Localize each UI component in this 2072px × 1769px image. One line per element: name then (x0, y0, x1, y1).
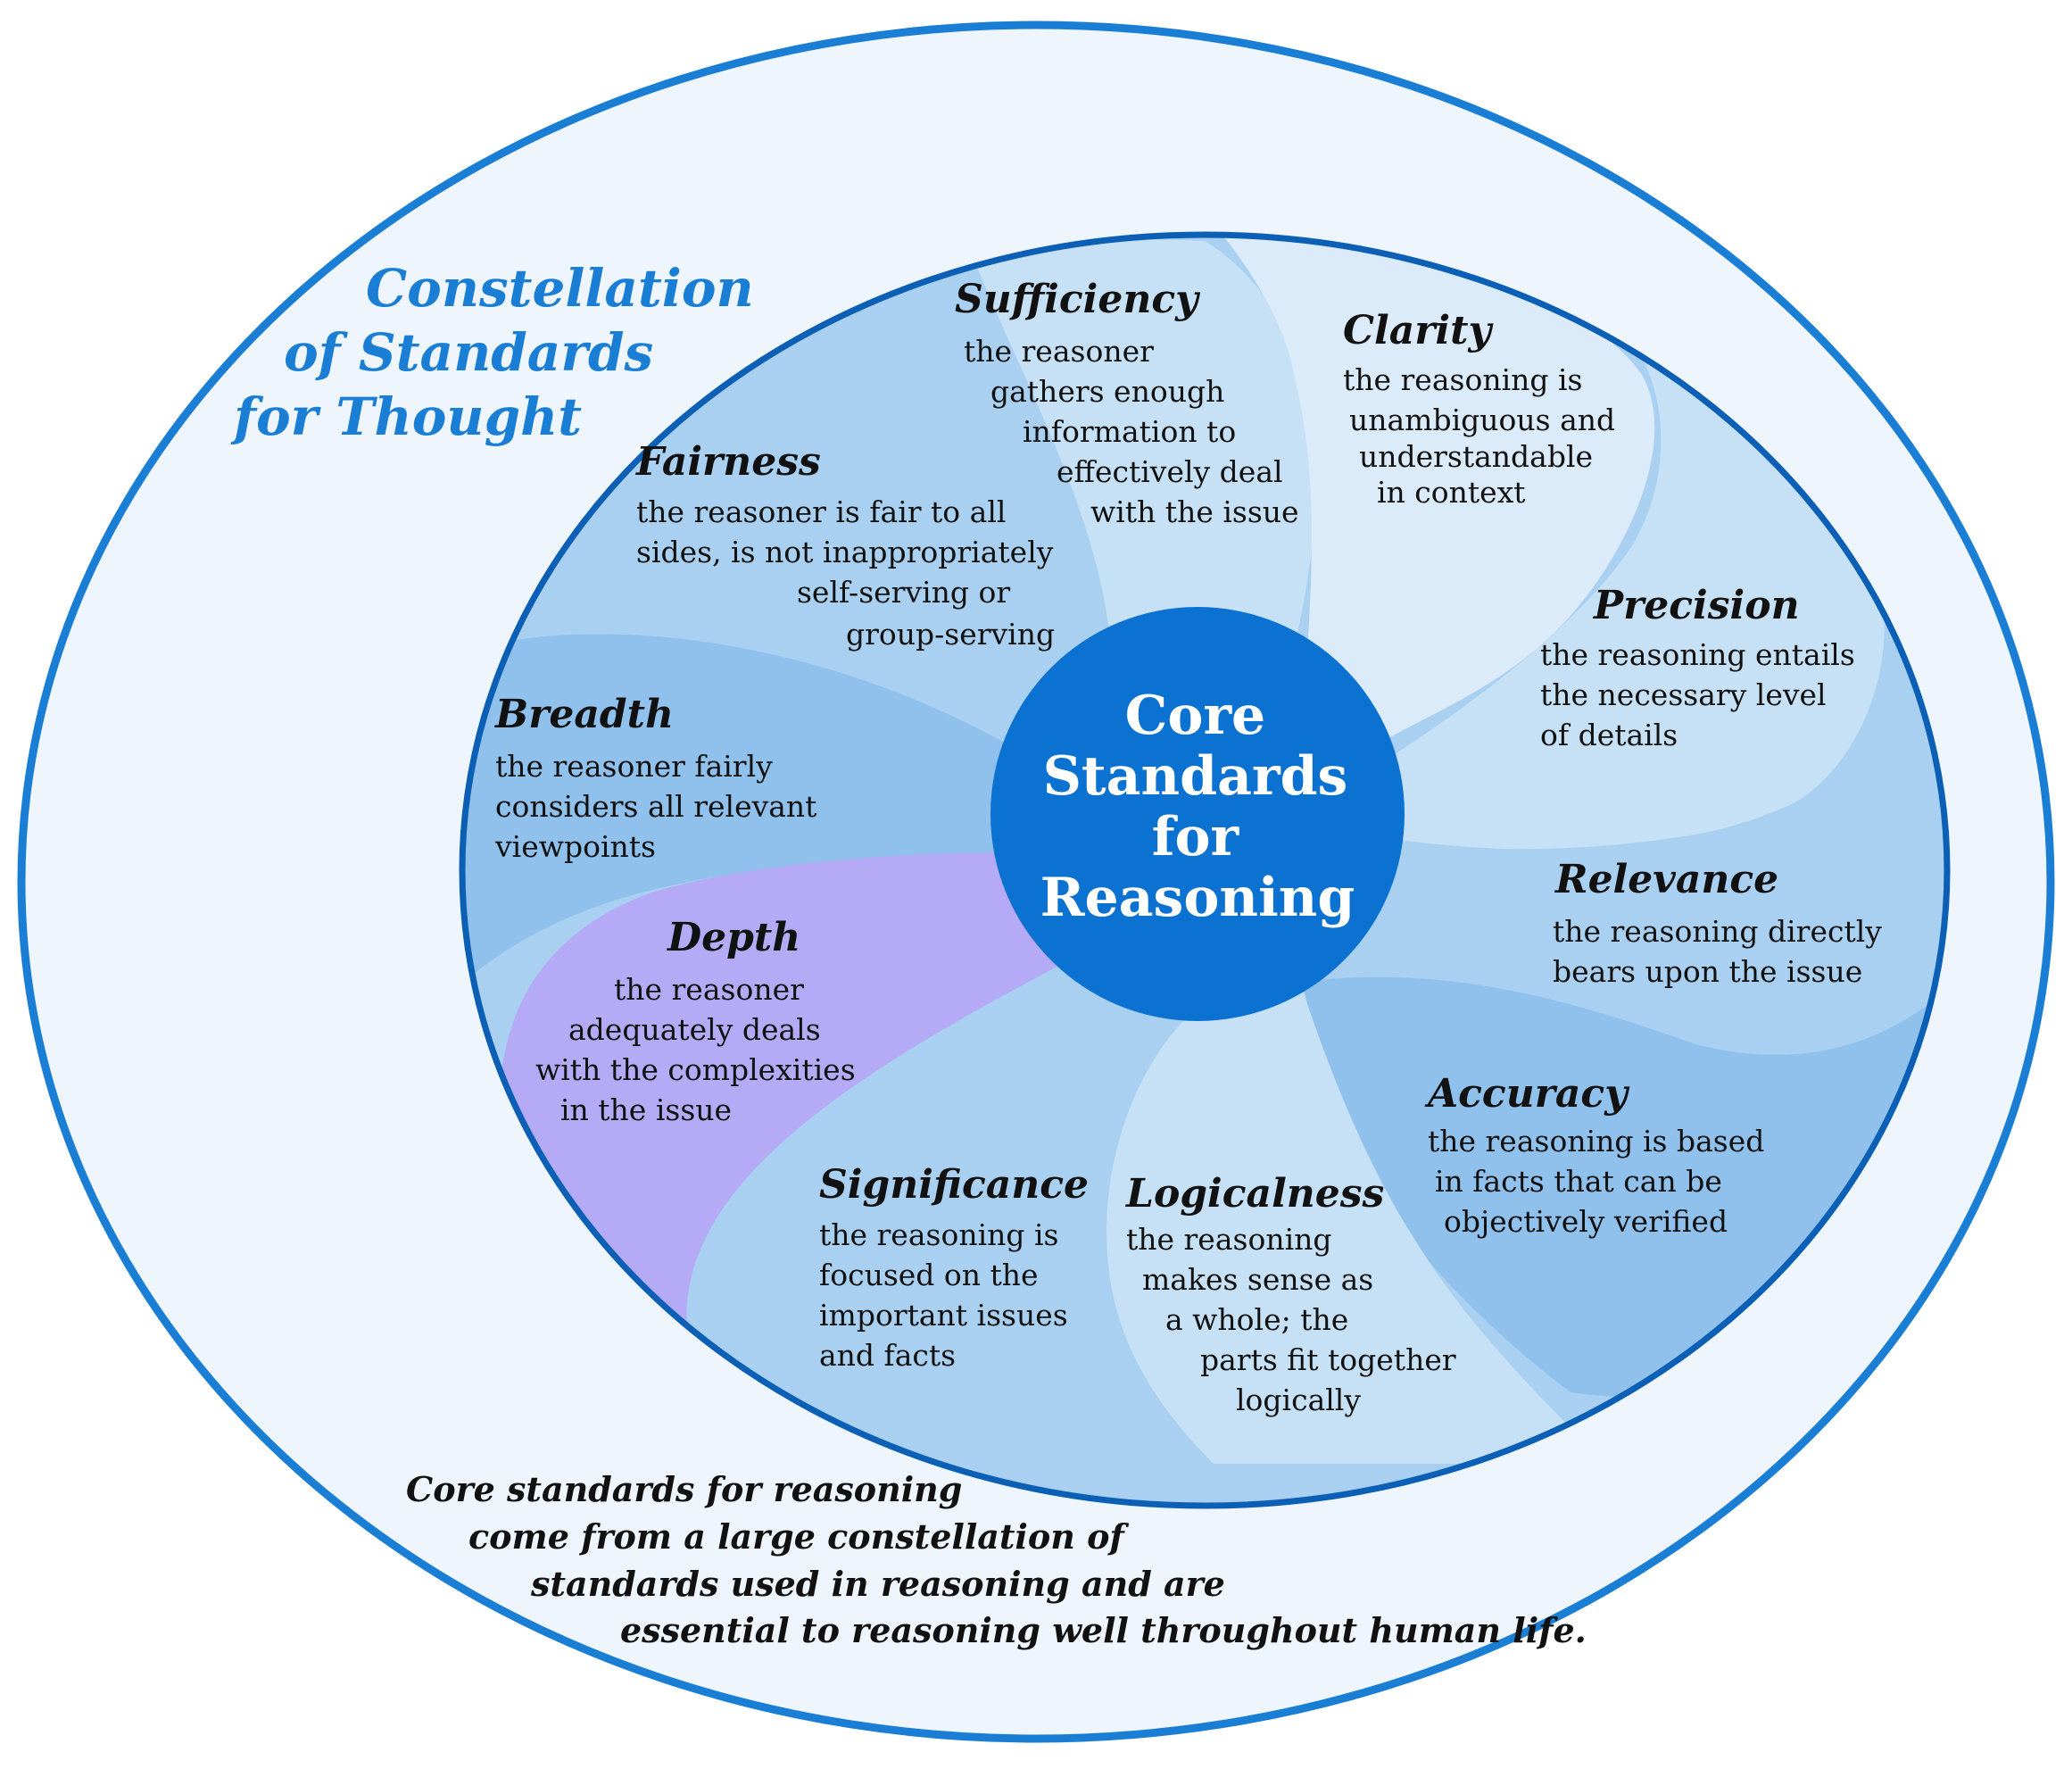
description-line: in facts that can be (1435, 1164, 1722, 1199)
standard-name: Significance (819, 1162, 1089, 1208)
standard-description: the reasoning directly bears upon the is… (1553, 914, 1891, 989)
petal-clarity (1214, 235, 1655, 759)
footer-line: essential to reasoning well throughout h… (620, 1610, 1587, 1650)
standard-description: the reasoning is unambiguous and underst… (1343, 362, 1625, 510)
standard-description: the reasoner gathers enough information … (964, 334, 1299, 529)
description-line: bears upon the issue (1553, 954, 1862, 989)
description-line: and facts (819, 1338, 956, 1373)
standard-name: Accuracy (1424, 1071, 1630, 1117)
description-line: the reasoner is fair to all (636, 494, 1006, 529)
description-line: effectively deal (1057, 454, 1283, 489)
description-line: viewpoints (494, 829, 656, 864)
description-line: objectively verified (1444, 1204, 1728, 1239)
description-line: the reasoner (964, 334, 1154, 369)
description-line: understandable (1359, 439, 1593, 474)
description-line: with the issue (1090, 494, 1299, 529)
standard-description: the reasoner adequately deals with the c… (535, 972, 865, 1127)
footer-line: Core standards for reasoning (406, 1469, 962, 1509)
footer-caption: Core standards for reasoning come from a… (406, 1469, 1587, 1650)
description-line: the reasoning (1126, 1222, 1332, 1257)
description-line: information to (1023, 414, 1236, 449)
description-line: the reasoning is based (1428, 1124, 1764, 1159)
standard-significance: Significance the reasoning is focused on… (819, 1162, 1089, 1373)
description-line: gathers enough (990, 374, 1224, 409)
core-line: Standards (1043, 745, 1348, 808)
description-line: the reasoning entails (1540, 637, 1855, 672)
standard-precision: Precision the reasoning entails the nece… (1540, 583, 1864, 752)
standard-name: Depth (666, 915, 800, 960)
title-line: of Standards (284, 322, 653, 383)
standard-description: the reasoning entails the necessary leve… (1540, 637, 1864, 752)
description-line: in the issue (560, 1092, 732, 1127)
standard-name: Breadth (493, 692, 674, 737)
standard-sufficiency: Sufficiency the reasoner gathers enough … (955, 277, 1299, 529)
core-label: Core Standards for Reasoning (1040, 685, 1355, 929)
standard-accuracy: Accuracy the reasoning is based in facts… (1424, 1071, 1774, 1239)
description-line: the reasoner (614, 972, 804, 1007)
petal-breadth (462, 634, 1017, 1017)
description-line: makes sense as (1142, 1262, 1373, 1297)
inner-ellipse-outline (459, 231, 1951, 1509)
description-line: important issues (819, 1298, 1068, 1333)
description-line: in context (1377, 475, 1526, 510)
description-line: the reasoning directly (1553, 914, 1882, 949)
standard-description: the reasoner fairly considers all releva… (494, 749, 826, 864)
description-line: the necessary level (1540, 677, 1827, 712)
title-line: for Thought (230, 386, 582, 447)
description-line: unambiguous and (1349, 403, 1615, 437)
standard-name: Precision (1592, 583, 1800, 628)
standard-name: Logicalness (1124, 1171, 1384, 1217)
petal-depth (500, 852, 1062, 1357)
description-line: considers all relevant (495, 789, 816, 824)
standard-description: the reasoner is fair to all sides, is no… (636, 494, 1063, 652)
standard-clarity: Clarity the reasoning is unambiguous and… (1343, 308, 1625, 510)
core-line: for (1152, 806, 1240, 868)
standard-name: Clarity (1343, 308, 1494, 353)
description-line: of details (1540, 718, 1678, 752)
standard-name: Fairness (634, 439, 821, 485)
description-line: logically (1236, 1383, 1361, 1417)
petal-relevance (1356, 696, 1947, 1047)
standard-logicalness: Logicalness the reasoning makes sense as… (1124, 1171, 1465, 1417)
description-line: with the complexities (535, 1052, 856, 1087)
description-line: self-serving or (797, 575, 1010, 610)
description-line: a whole; the (1165, 1302, 1348, 1337)
standard-description: the reasoning makes sense as a whole; th… (1126, 1222, 1465, 1417)
core-line: Reasoning (1040, 867, 1355, 929)
standard-name: Relevance (1554, 857, 1778, 902)
petal-precision (1374, 357, 1885, 850)
standard-description: the reasoning is focused on the importan… (819, 1217, 1077, 1373)
title-line: Constellation (366, 258, 754, 319)
petal-significance (684, 964, 1214, 1499)
standard-name: Sufficiency (955, 277, 1201, 322)
description-line: the reasoning is (819, 1217, 1058, 1252)
standard-depth: Depth the reasoner adequately deals with… (535, 915, 865, 1127)
standard-breadth: Breadth the reasoner fairly considers al… (493, 692, 826, 864)
core-circle (990, 607, 1405, 1021)
description-line: parts fit together (1200, 1342, 1456, 1377)
diagram-title: Constellation of Standards for Thought (230, 258, 758, 447)
description-line: the reasoning is (1343, 362, 1582, 397)
petal-logicalness (1106, 991, 1606, 1464)
description-line: group-serving (846, 617, 1055, 652)
footer-line: come from a large constellation of (468, 1516, 1129, 1557)
standard-description: the reasoning is based in facts that can… (1428, 1124, 1774, 1239)
core-line: Core (1125, 685, 1266, 747)
description-line: the reasoner fairly (495, 749, 773, 784)
footer-line: standards used in reasoning and are (530, 1564, 1225, 1604)
standard-relevance: Relevance the reasoning directly bears u… (1553, 857, 1891, 989)
description-line: sides, is not inappropriately (636, 535, 1054, 569)
description-line: focused on the (819, 1258, 1039, 1292)
description-line: adequately deals (568, 1012, 821, 1047)
standard-fairness: Fairness the reasoner is fair to all sid… (634, 439, 1063, 652)
